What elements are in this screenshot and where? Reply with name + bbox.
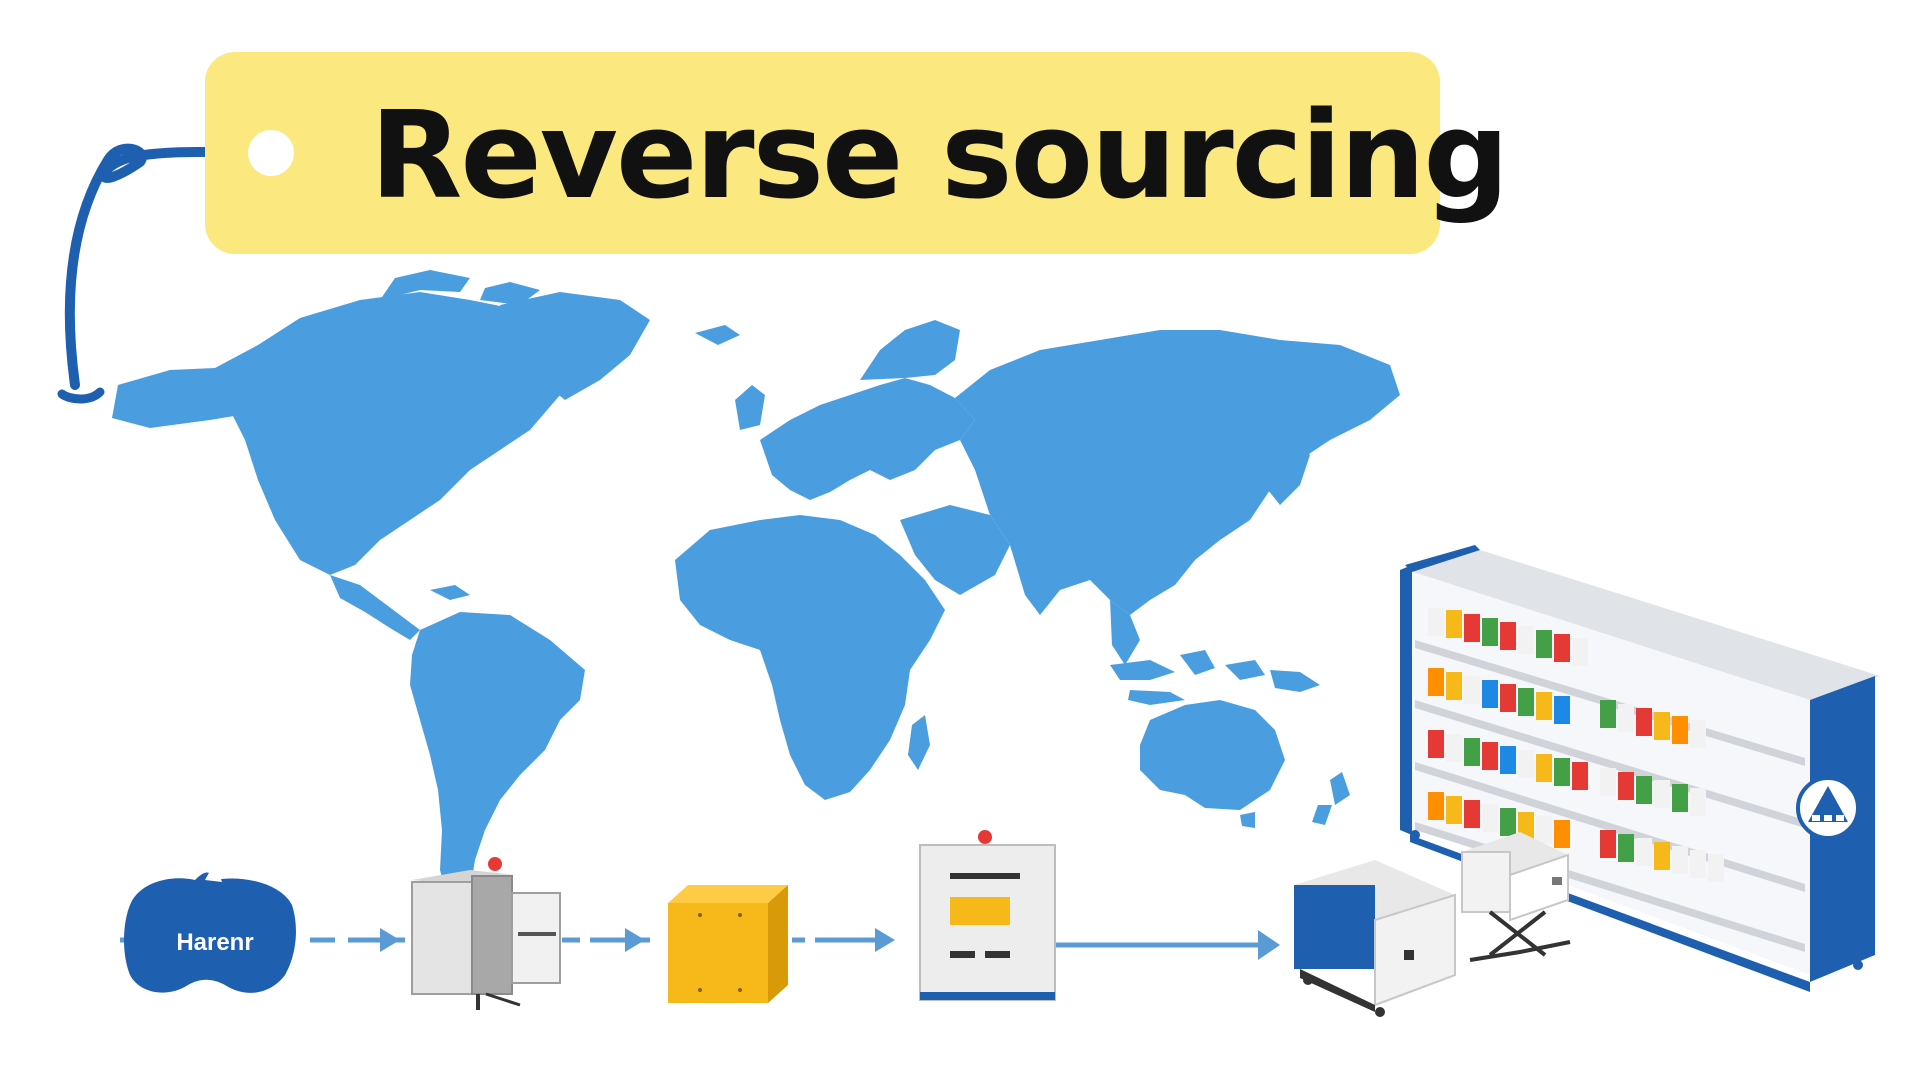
tag-hole bbox=[248, 130, 294, 176]
page-title: Reverse sourcing bbox=[370, 87, 1509, 226]
title-tag bbox=[205, 52, 1440, 254]
badge-label: Harenr bbox=[176, 929, 254, 956]
